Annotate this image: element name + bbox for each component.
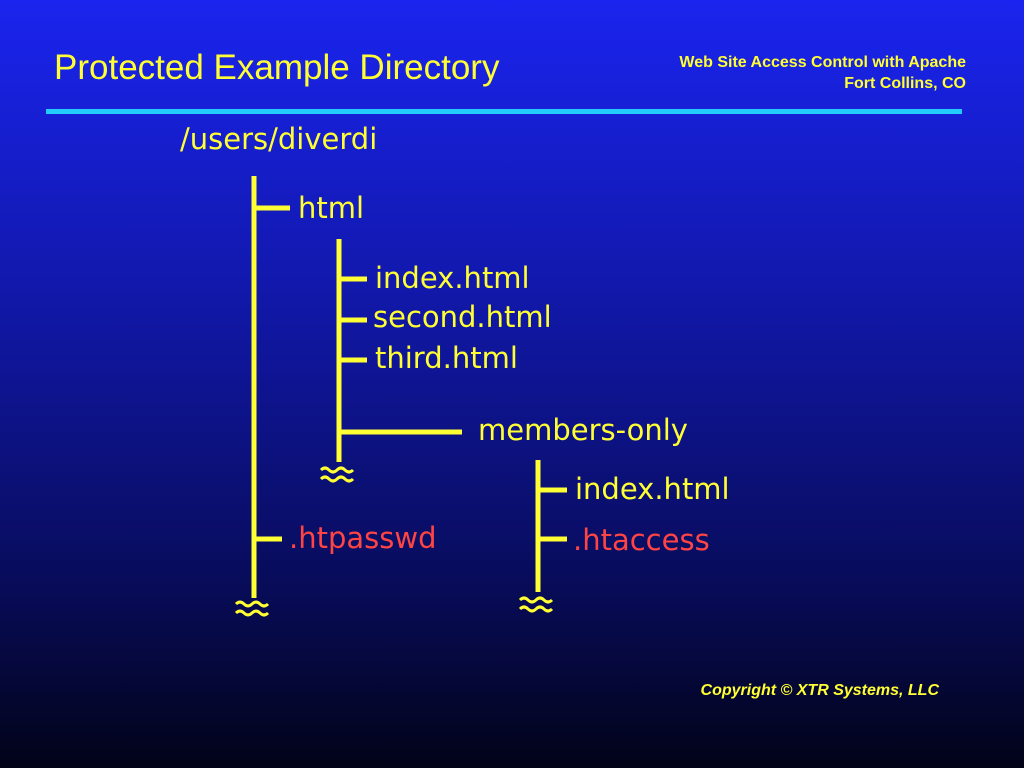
members-continuation-icon: [518, 596, 554, 604]
tree-html-index-file: index.html: [375, 261, 530, 295]
tree-html-third-file: third.html: [375, 341, 518, 375]
tree-html-second-file: second.html: [373, 300, 552, 334]
title-divider: [46, 109, 962, 114]
subtitle-line-2: Fort Collins, CO: [844, 75, 966, 92]
tree-members-only-folder: members-only: [478, 413, 688, 447]
tree-members-index-file: index.html: [575, 472, 730, 506]
tree-htaccess-file: .htaccess: [573, 523, 710, 557]
html-continuation-icon: [319, 466, 355, 474]
copyright-notice: Copyright © XTR Systems, LLC: [700, 682, 939, 699]
root-continuation-icon: [234, 600, 270, 608]
slide-subtitle: Web Site Access Control with Apache Fort…: [679, 52, 966, 94]
tree-html-folder: html: [298, 191, 365, 225]
slide-title: Protected Example Directory: [54, 48, 500, 87]
tree-htpasswd-file: .htpasswd: [289, 521, 437, 555]
subtitle-line-1: Web Site Access Control with Apache: [679, 54, 966, 71]
tree-root-label: /users/diverdi: [180, 122, 378, 156]
